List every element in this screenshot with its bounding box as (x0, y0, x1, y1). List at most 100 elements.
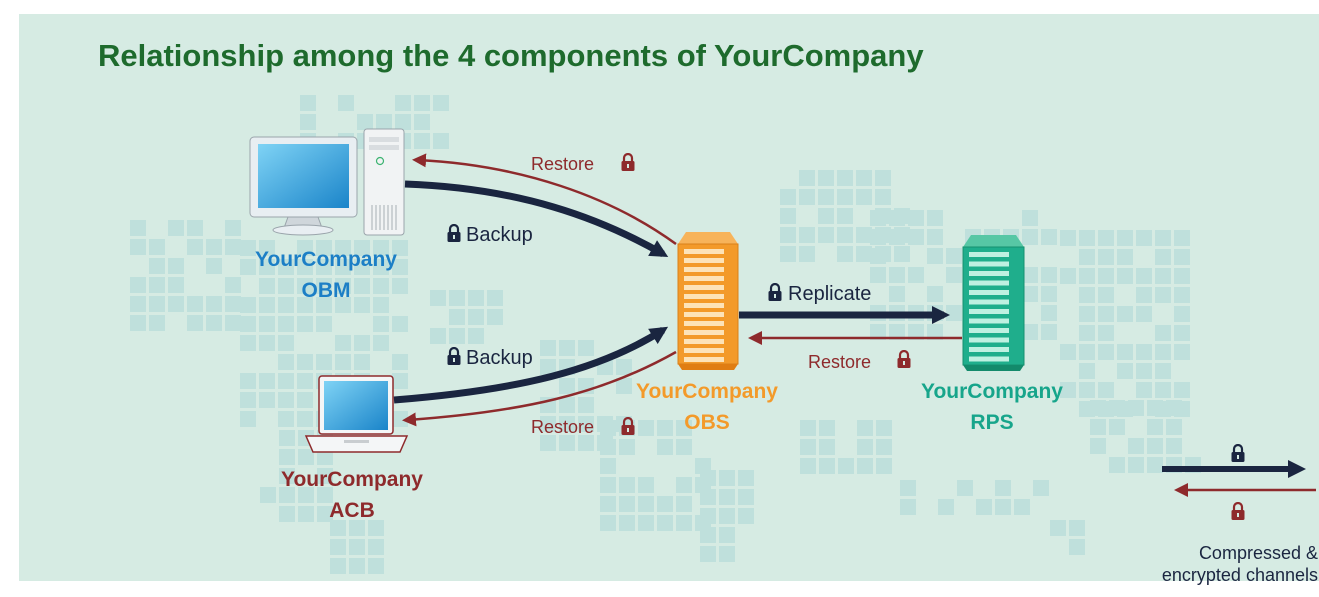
map-tile (638, 515, 654, 531)
map-tile (837, 170, 853, 186)
backup-arrow-acb (393, 326, 669, 404)
map-tile (719, 508, 735, 524)
map-tile (1128, 438, 1144, 454)
map-tile (368, 558, 384, 574)
map-tile (449, 309, 465, 325)
map-tile (1174, 249, 1190, 265)
map-tile (300, 114, 316, 130)
map-tile (430, 328, 446, 344)
map-tile (392, 240, 408, 256)
map-tile (335, 335, 351, 351)
drive-slot (969, 318, 1009, 324)
map-tile (392, 411, 408, 427)
map-tile (206, 258, 222, 274)
map-tile (1060, 344, 1076, 360)
map-tile (540, 435, 556, 451)
map-tile (395, 95, 411, 111)
map-tile (800, 420, 816, 436)
map-tile (259, 259, 275, 275)
map-tile (889, 324, 905, 340)
map-tile (392, 259, 408, 275)
map-tile (395, 114, 411, 130)
map-tile (719, 470, 735, 486)
map-tile (297, 297, 313, 313)
map-tile (433, 95, 449, 111)
map-tile (1155, 363, 1171, 379)
drive-slot (684, 276, 724, 281)
map-tile (1060, 382, 1076, 398)
map-tile (870, 324, 886, 340)
map-tile (837, 227, 853, 243)
map-tile (780, 189, 796, 205)
map-tile (278, 297, 294, 313)
drive-slot (684, 294, 724, 299)
map-tile (433, 133, 449, 149)
map-tile (1090, 400, 1106, 416)
map-tile (349, 539, 365, 555)
map-tile (1155, 268, 1171, 284)
drive-slot (684, 357, 724, 362)
map-tile (818, 189, 834, 205)
map-tile (1155, 344, 1171, 360)
map-tile (297, 316, 313, 332)
map-tile (1147, 457, 1163, 473)
map-tile (619, 496, 635, 512)
map-tile (297, 373, 313, 389)
map-tile (392, 354, 408, 370)
map-tile (373, 259, 389, 275)
map-tile (619, 515, 635, 531)
laptop-icon (304, 375, 409, 453)
map-tile (1079, 268, 1095, 284)
map-tile (349, 520, 365, 536)
map-tile (719, 546, 735, 562)
map-tile (1079, 249, 1095, 265)
map-tile (1117, 344, 1133, 360)
map-tile (354, 354, 370, 370)
legend: Compressed & encrypted channels (1162, 444, 1318, 585)
map-tile (856, 227, 872, 243)
map-tile (900, 499, 916, 515)
map-tile (1128, 457, 1144, 473)
obs-name: YourCompany (636, 380, 778, 403)
map-tile (1109, 457, 1125, 473)
map-tile (297, 259, 313, 275)
map-tile (278, 354, 294, 370)
map-tile (616, 378, 632, 394)
map-tile (373, 316, 389, 332)
obm-name: YourCompany (255, 248, 397, 271)
drive-slot (684, 312, 724, 317)
drive-slot (969, 309, 1009, 314)
lock-icon (1231, 444, 1245, 462)
map-tile (938, 499, 954, 515)
map-tile (187, 315, 203, 331)
obs-server-icon (677, 232, 739, 370)
map-tile (1155, 230, 1171, 246)
map-tile (317, 468, 333, 484)
desktop-monitor-icon (249, 136, 358, 236)
map-tile (130, 315, 146, 331)
map-tile (149, 296, 165, 312)
map-tile (149, 277, 165, 293)
map-tile (1033, 480, 1049, 496)
map-tile (373, 240, 389, 256)
map-tile (225, 296, 241, 312)
map-tile (316, 316, 332, 332)
map-tile (1166, 438, 1182, 454)
map-tile (278, 411, 294, 427)
map-tile (316, 259, 332, 275)
map-tile (578, 397, 594, 413)
map-tile (1174, 230, 1190, 246)
map-tile (168, 258, 184, 274)
map-tile (1117, 363, 1133, 379)
map-tile (927, 229, 943, 245)
restore-label-top: Restore (531, 154, 594, 174)
map-tile (335, 354, 351, 370)
map-tile (300, 95, 316, 111)
map-tile (780, 246, 796, 262)
map-tile (278, 316, 294, 332)
map-tile (259, 335, 275, 351)
map-tile (1117, 268, 1133, 284)
map-tile (900, 480, 916, 496)
map-tile (1117, 306, 1133, 322)
map-tile (279, 449, 295, 465)
